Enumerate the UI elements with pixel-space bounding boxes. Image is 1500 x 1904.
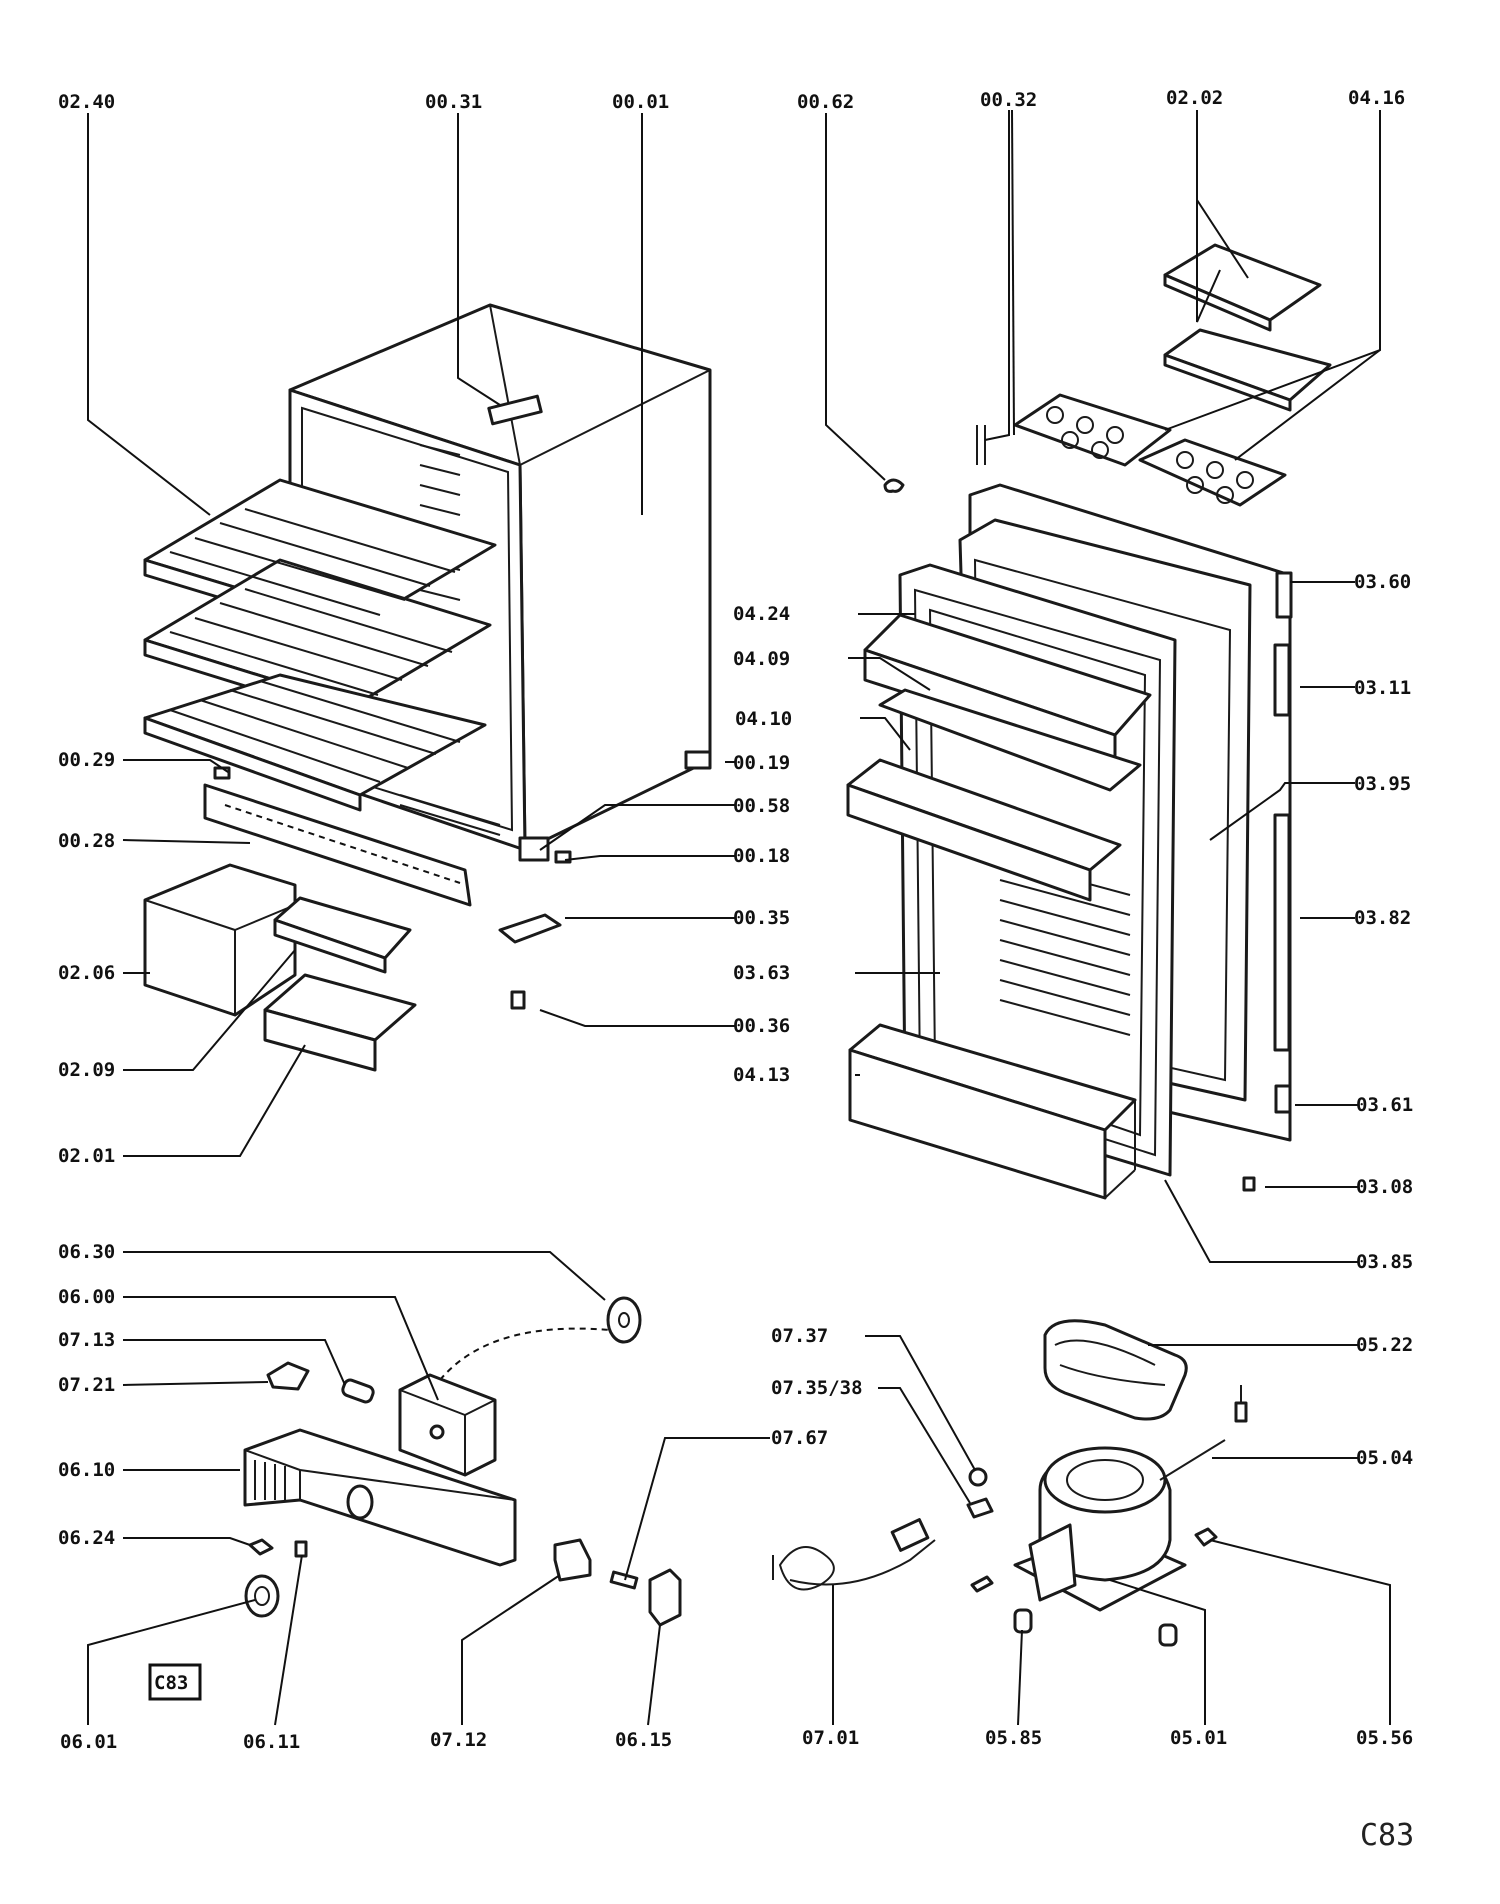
label-07-13: 07.13 bbox=[58, 1329, 115, 1351]
fan-wire-dashed bbox=[439, 1327, 611, 1381]
part-labels: 02.40 00.31 00.01 00.62 00.32 02.02 04.1… bbox=[58, 87, 1413, 1753]
label-00-01: 00.01 bbox=[612, 91, 669, 113]
label-06-11: 06.11 bbox=[243, 1731, 300, 1753]
label-02-40: 02.40 bbox=[58, 91, 115, 113]
thermostat-housing bbox=[243, 1428, 517, 1567]
label-07-12: 07.12 bbox=[430, 1729, 487, 1751]
label-06-10: 06.10 bbox=[58, 1459, 115, 1481]
label-06-01: 06.01 bbox=[60, 1731, 117, 1753]
label-06-00: 06.00 bbox=[58, 1286, 115, 1308]
label-04-09: 04.09 bbox=[733, 648, 790, 670]
label-03-61: 03.61 bbox=[1356, 1094, 1413, 1116]
door-assembly bbox=[846, 425, 1293, 1200]
label-00-31: 00.31 bbox=[425, 91, 482, 113]
compressor-small-parts bbox=[1013, 1385, 1248, 1647]
label-07-67: 07.67 bbox=[771, 1427, 828, 1449]
label-00-36: 00.36 bbox=[733, 1015, 790, 1037]
label-00-19: 00.19 bbox=[733, 752, 790, 774]
label-04-16: 04.16 bbox=[1348, 87, 1405, 109]
clips bbox=[966, 1467, 994, 1593]
drip-tray bbox=[1043, 1319, 1188, 1421]
label-00-58: 00.58 bbox=[733, 795, 790, 817]
boxed-model-text: C83 bbox=[154, 1672, 188, 1694]
label-05-22: 05.22 bbox=[1356, 1334, 1413, 1356]
label-05-85: 05.85 bbox=[985, 1727, 1042, 1749]
label-04-13: 04.13 bbox=[733, 1064, 790, 1086]
label-02-06: 02.06 bbox=[58, 962, 115, 984]
knob-parts bbox=[244, 1538, 308, 1618]
label-03-11: 03.11 bbox=[1354, 677, 1411, 699]
label-07-01: 07.01 bbox=[802, 1727, 859, 1749]
leader-lines bbox=[87, 109, 1391, 1726]
label-03-85: 03.85 bbox=[1356, 1251, 1413, 1273]
label-06-24: 06.24 bbox=[58, 1527, 115, 1549]
label-06-30: 06.30 bbox=[58, 1241, 115, 1263]
hinge-parts bbox=[498, 850, 572, 1010]
label-00-29: 00.29 bbox=[58, 749, 115, 771]
crisper-boxes bbox=[143, 863, 417, 1072]
corner-page-code: C83 bbox=[1360, 1818, 1414, 1853]
bulb-and-holder bbox=[266, 1361, 375, 1404]
label-00-62: 00.62 bbox=[797, 91, 854, 113]
label-06-15: 06.15 bbox=[615, 1729, 672, 1751]
label-03-95: 03.95 bbox=[1354, 773, 1411, 795]
label-02-01: 02.01 bbox=[58, 1145, 115, 1167]
fan-disc bbox=[606, 1296, 642, 1344]
shelf-stack bbox=[143, 478, 497, 812]
label-00-32: 00.32 bbox=[980, 89, 1037, 111]
label-05-04: 05.04 bbox=[1356, 1447, 1413, 1469]
label-03-82: 03.82 bbox=[1354, 907, 1411, 929]
label-04-10: 04.10 bbox=[735, 708, 792, 730]
label-03-08: 03.08 bbox=[1356, 1176, 1413, 1198]
label-07-35-38: 07.35/38 bbox=[771, 1377, 863, 1399]
label-05-01: 05.01 bbox=[1170, 1727, 1227, 1749]
label-04-24: 04.24 bbox=[733, 603, 790, 625]
label-07-37: 07.37 bbox=[771, 1325, 828, 1347]
label-00-18: 00.18 bbox=[733, 845, 790, 867]
label-00-35: 00.35 bbox=[733, 907, 790, 929]
label-03-63: 03.63 bbox=[733, 962, 790, 984]
label-07-21: 07.21 bbox=[58, 1374, 115, 1396]
label-05-56: 05.56 bbox=[1356, 1727, 1413, 1749]
label-00-28: 00.28 bbox=[58, 830, 115, 852]
egg-trays bbox=[1013, 243, 1332, 507]
label-02-02: 02.02 bbox=[1166, 87, 1223, 109]
relay-parts bbox=[553, 1538, 682, 1627]
power-cable bbox=[772, 1518, 936, 1591]
control-box bbox=[398, 1373, 497, 1477]
label-03-60: 03.60 bbox=[1354, 571, 1411, 593]
label-02-09: 02.09 bbox=[58, 1059, 115, 1081]
boxed-model-label: C83 bbox=[148, 1663, 202, 1701]
compressor bbox=[1013, 1446, 1187, 1612]
door-small-parts bbox=[883, 478, 1256, 1192]
